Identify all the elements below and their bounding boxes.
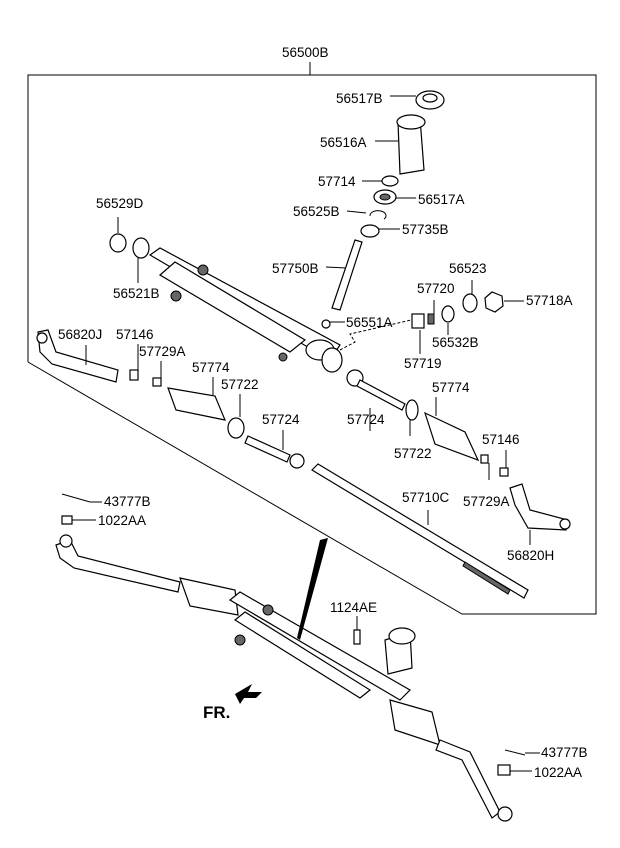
part-label[interactable]: 57146 — [482, 432, 520, 447]
part-label[interactable]: 57729A — [139, 344, 186, 359]
yoke-parts — [339, 291, 504, 351]
part-label[interactable]: 1022AA — [534, 765, 582, 780]
part-label[interactable]: 56517A — [418, 192, 465, 207]
front-direction-label: FR. — [203, 703, 230, 722]
part-label[interactable]: 57774 — [432, 380, 470, 395]
part-label[interactable]: 43777B — [541, 745, 588, 760]
right-tie-rod-group — [311, 369, 571, 599]
part-label[interactable]: 57710C — [402, 490, 450, 505]
upper-pinion-parts — [321, 90, 445, 329]
left-tie-rod-group — [36, 329, 305, 469]
part-label[interactable]: 56820H — [507, 548, 554, 563]
part-label[interactable]: 57774 — [192, 360, 230, 375]
assembly-frame — [27, 74, 597, 615]
part-label[interactable]: 1124AE — [330, 600, 377, 615]
part-label[interactable]: 57714 — [318, 174, 356, 189]
part-label[interactable]: 56521B — [113, 286, 160, 301]
part-label[interactable]: 56551A — [346, 315, 393, 330]
assembled-steering-gear — [55, 493, 526, 822]
part-label[interactable]: 57720 — [417, 281, 455, 296]
part-label[interactable]: 56517B — [336, 91, 383, 106]
part-label[interactable]: 57719 — [404, 356, 442, 371]
rack-housing — [109, 233, 343, 373]
part-label[interactable]: 57735B — [402, 222, 449, 237]
part-label[interactable]: 56525B — [293, 204, 340, 219]
part-label[interactable]: 1022AA — [98, 513, 146, 528]
part-label[interactable]: 56820J — [58, 327, 102, 342]
part-label[interactable]: 43777B — [104, 494, 151, 509]
part-label[interactable]: 57729A — [463, 494, 510, 509]
part-label[interactable]: 57750B — [272, 261, 319, 276]
part-label[interactable]: 57724 — [347, 412, 385, 427]
part-label[interactable]: 57146 — [116, 327, 154, 342]
part-label[interactable]: 56529D — [96, 196, 144, 211]
part-label[interactable]: 57722 — [221, 377, 259, 392]
part-label[interactable]: 57718A — [526, 293, 573, 308]
part-label[interactable]: 57724 — [262, 412, 300, 427]
part-label[interactable]: 57722 — [394, 446, 432, 461]
part-label[interactable]: 56523 — [449, 261, 487, 276]
part-label[interactable]: 56516A — [320, 135, 367, 150]
assembly-label: 56500B — [282, 45, 329, 60]
part-label[interactable]: 56532B — [432, 335, 479, 350]
